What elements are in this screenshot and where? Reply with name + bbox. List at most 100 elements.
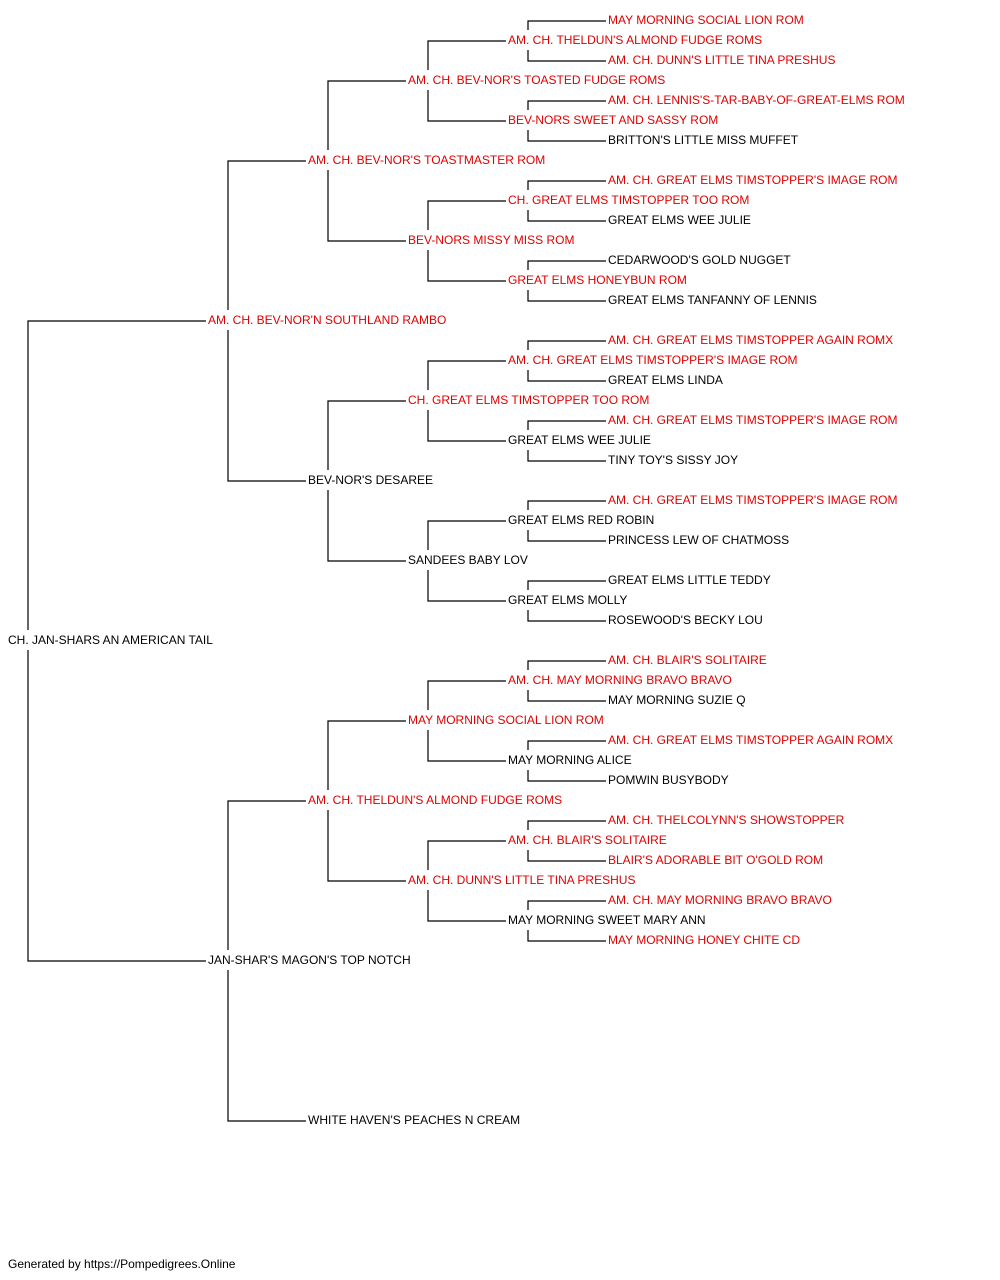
connector-line bbox=[527, 50, 606, 62]
connector-line bbox=[527, 610, 606, 622]
connector-line bbox=[527, 690, 606, 702]
ancestor-name: AM. CH. BEV-NOR'S TOASTMASTER ROM bbox=[308, 153, 545, 167]
connector-line bbox=[227, 330, 306, 482]
ancestor-name: AM. CH. GREAT ELMS TIMSTOPPER AGAIN ROMX bbox=[608, 333, 893, 347]
connector-line bbox=[527, 740, 606, 750]
ancestor-name: BEV-NORS MISSY MISS ROM bbox=[408, 233, 574, 247]
connector-line bbox=[527, 290, 606, 302]
ancestor-name: BEV-NORS SWEET AND SASSY ROM bbox=[508, 113, 718, 127]
connector-line bbox=[527, 450, 606, 462]
connector-line bbox=[427, 570, 506, 602]
ancestor-name: AM. CH. BLAIR'S SOLITAIRE bbox=[608, 653, 767, 667]
ancestor-name: TINY TOY'S SISSY JOY bbox=[608, 453, 738, 467]
connector-line bbox=[427, 730, 506, 762]
footer-credit: Generated by https://Pompedigrees.Online bbox=[8, 1257, 236, 1271]
connector-line bbox=[427, 840, 506, 870]
ancestor-name: GREAT ELMS RED ROBIN bbox=[508, 513, 654, 527]
connector-line bbox=[427, 250, 506, 282]
ancestor-name: AM. CH. DUNN'S LITTLE TINA PRESHUS bbox=[408, 873, 635, 887]
connector-line bbox=[527, 20, 606, 30]
connector-line bbox=[427, 520, 506, 550]
connector-line bbox=[427, 200, 506, 230]
connector-line bbox=[527, 210, 606, 222]
ancestor-name: ROSEWOOD'S BECKY LOU bbox=[608, 613, 763, 627]
ancestor-name: AM. CH. GREAT ELMS TIMSTOPPER'S IMAGE RO… bbox=[608, 493, 897, 507]
ancestor-name: GREAT ELMS TANFANNY OF LENNIS bbox=[608, 293, 817, 307]
ancestor-name: CH. GREAT ELMS TIMSTOPPER TOO ROM bbox=[408, 393, 649, 407]
ancestor-name: AM. CH. GREAT ELMS TIMSTOPPER AGAIN ROMX bbox=[608, 733, 893, 747]
connector-line bbox=[27, 650, 206, 962]
ancestor-name: BEV-NOR'S DESAREE bbox=[308, 473, 433, 487]
connector-line bbox=[327, 810, 406, 882]
ancestor-name: POMWIN BUSYBODY bbox=[608, 773, 729, 787]
connector-line bbox=[527, 770, 606, 782]
ancestor-name: AM. CH. BEV-NOR'N SOUTHLAND RAMBO bbox=[208, 313, 446, 327]
connector-line bbox=[527, 900, 606, 910]
connector-line bbox=[227, 800, 306, 950]
connector-line bbox=[527, 340, 606, 350]
ancestor-name: JAN-SHAR'S MAGON'S TOP NOTCH bbox=[208, 953, 411, 967]
ancestor-name: AM. CH. THELDUN'S ALMOND FUDGE ROMS bbox=[308, 793, 562, 807]
ancestor-name: GREAT ELMS WEE JULIE bbox=[608, 213, 751, 227]
connector-line bbox=[427, 40, 506, 70]
ancestor-name: AM. CH. THELCOLYNN'S SHOWSTOPPER bbox=[608, 813, 845, 827]
pedigree-tree: CH. JAN-SHARS AN AMERICAN TAIL AM. CH. BE… bbox=[8, 13, 905, 1127]
ancestor-name: CH. GREAT ELMS TIMSTOPPER TOO ROM bbox=[508, 193, 749, 207]
ancestor-name: MAY MORNING HONEY CHITE CD bbox=[608, 933, 800, 947]
connector-line bbox=[527, 260, 606, 270]
ancestor-name: AM. CH. LENNIS'S-TAR-BABY-OF-GREAT-ELMS … bbox=[608, 93, 905, 107]
ancestor-name: GREAT ELMS WEE JULIE bbox=[508, 433, 651, 447]
ancestor-name: SANDEES BABY LOV bbox=[408, 553, 528, 567]
ancestor-name: AM. CH. GREAT ELMS TIMSTOPPER'S IMAGE RO… bbox=[508, 353, 797, 367]
ancestor-name: AM. CH. THELDUN'S ALMOND FUDGE ROMS bbox=[508, 33, 762, 47]
ancestor-name: MAY MORNING SUZIE Q bbox=[608, 693, 746, 707]
ancestor-name: AM. CH. GREAT ELMS TIMSTOPPER'S IMAGE RO… bbox=[608, 413, 897, 427]
connector-line bbox=[527, 530, 606, 542]
connector-line bbox=[527, 820, 606, 830]
connector-line bbox=[327, 80, 406, 150]
connector-line bbox=[427, 680, 506, 710]
ancestor-name: MAY MORNING SOCIAL LION ROM bbox=[408, 713, 604, 727]
ancestor-name: AM. CH. BEV-NOR'S TOASTED FUDGE ROMS bbox=[408, 73, 665, 87]
pedigree-name-labels: CH. JAN-SHARS AN AMERICAN TAIL AM. CH. BE… bbox=[8, 13, 905, 1127]
ancestor-name: AM. CH. DUNN'S LITTLE TINA PRESHUS bbox=[608, 53, 835, 67]
ancestor-name: GREAT ELMS MOLLY bbox=[508, 593, 627, 607]
connector-line bbox=[327, 400, 406, 470]
subject-dog-name: CH. JAN-SHARS AN AMERICAN TAIL bbox=[8, 633, 213, 647]
ancestor-name: WHITE HAVEN'S PEACHES N CREAM bbox=[308, 1113, 520, 1127]
connector-line bbox=[527, 100, 606, 110]
connector-line bbox=[527, 370, 606, 382]
connector-line bbox=[427, 890, 506, 922]
ancestor-name: BLAIR'S ADORABLE BIT O'GOLD ROM bbox=[608, 853, 823, 867]
connector-line bbox=[527, 850, 606, 862]
connector-line bbox=[227, 970, 306, 1122]
connector-line bbox=[527, 130, 606, 142]
ancestor-name: CEDARWOOD'S GOLD NUGGET bbox=[608, 253, 791, 267]
connector-line bbox=[527, 660, 606, 670]
ancestor-name: MAY MORNING SWEET MARY ANN bbox=[508, 913, 706, 927]
ancestor-name: GREAT ELMS LITTLE TEDDY bbox=[608, 573, 771, 587]
pedigree-connector-lines bbox=[27, 20, 606, 1122]
ancestor-name: MAY MORNING SOCIAL LION ROM bbox=[608, 13, 804, 27]
ancestor-name: AM. CH. BLAIR'S SOLITAIRE bbox=[508, 833, 667, 847]
connector-line bbox=[327, 720, 406, 790]
ancestor-name: BRITTON'S LITTLE MISS MUFFET bbox=[608, 133, 799, 147]
connector-line bbox=[327, 170, 406, 242]
connector-line bbox=[27, 320, 206, 630]
connector-line bbox=[527, 580, 606, 590]
ancestor-name: PRINCESS LEW OF CHATMOSS bbox=[608, 533, 789, 547]
connector-line bbox=[227, 160, 306, 310]
connector-line bbox=[427, 90, 506, 122]
connector-line bbox=[527, 500, 606, 510]
ancestor-name: MAY MORNING ALICE bbox=[508, 753, 632, 767]
connector-line bbox=[427, 360, 506, 390]
connector-line bbox=[427, 410, 506, 442]
ancestor-name: AM. CH. GREAT ELMS TIMSTOPPER'S IMAGE RO… bbox=[608, 173, 897, 187]
ancestor-name: AM. CH. MAY MORNING BRAVO BRAVO bbox=[608, 893, 832, 907]
ancestor-name: AM. CH. MAY MORNING BRAVO BRAVO bbox=[508, 673, 732, 687]
ancestor-name: GREAT ELMS HONEYBUN ROM bbox=[508, 273, 687, 287]
connector-line bbox=[527, 180, 606, 190]
ancestor-name: GREAT ELMS LINDA bbox=[608, 373, 723, 387]
connector-line bbox=[327, 490, 406, 562]
connector-line bbox=[527, 420, 606, 430]
